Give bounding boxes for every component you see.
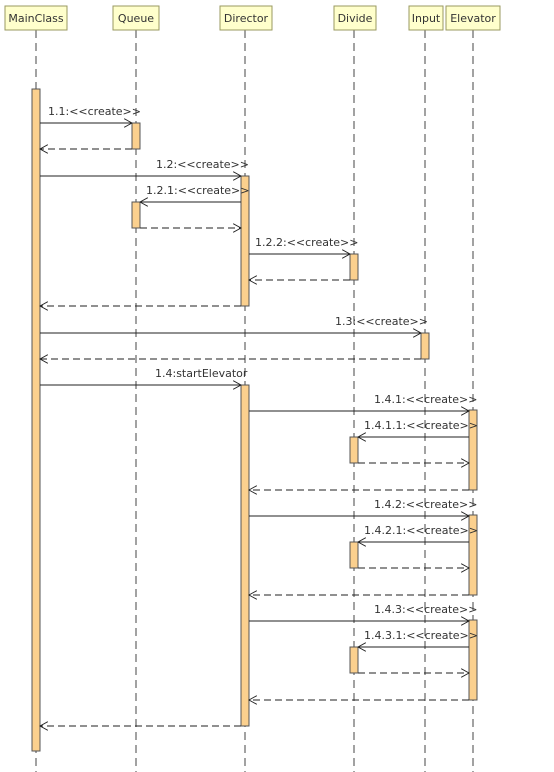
activation-bar-queue: [131, 122, 141, 150]
call-message: 1.2.1:<<create>>: [140, 184, 249, 202]
participant-name: Input: [412, 12, 441, 25]
call-message: 1.4.3.1:<<create>>: [358, 629, 478, 647]
participant-mainclass[interactable]: MainClass: [4, 5, 68, 31]
message-label: 1.4.2:<<create>>: [374, 498, 477, 511]
call-message: 1.4.2.1:<<create>>: [358, 524, 478, 542]
message-label: 1.1:<<create>>: [48, 105, 141, 118]
activation-bars: [31, 88, 478, 752]
activation-bar-divide: [349, 253, 359, 281]
call-message: 1.1:<<create>>: [40, 105, 141, 123]
participant-name: Divide: [338, 12, 373, 25]
call-message: 1.3:<<create>>: [40, 315, 428, 333]
participant-box: [219, 5, 273, 31]
message-label: 1.4:startElevator: [155, 367, 248, 380]
call-message: 1.4.1:<<create>>: [249, 393, 477, 411]
participant-box: [445, 5, 501, 31]
participant-divide[interactable]: Divide: [333, 5, 377, 31]
participant-name: Director: [224, 12, 269, 25]
participant-box: [112, 5, 160, 31]
messages: 1.1:<<create>> 1.2:<<create>> 1.2.1:<<crea…: [40, 105, 478, 726]
participant-director[interactable]: Director: [219, 5, 273, 31]
activation-bar-queue: [131, 201, 141, 229]
call-message: 1.4.1.1:<<create>>: [358, 419, 478, 437]
participant-name: Queue: [118, 12, 154, 25]
call-message: 1.4.2:<<create>>: [249, 498, 477, 516]
participant-elevator[interactable]: Elevator: [445, 5, 501, 31]
activation-bar-elevator: [468, 514, 478, 596]
message-label: 1.3:<<create>>: [335, 315, 428, 328]
activation-bar-divide: [349, 436, 359, 464]
participant-headers: MainClass Queue Director Divide Input Elevato…: [4, 5, 501, 31]
call-message: 1.2:<<create>>: [40, 158, 249, 176]
participant-queue[interactable]: Queue: [112, 5, 160, 31]
call-message: 1.4.3:<<create>>: [249, 603, 477, 621]
message-label: 1.4.2.1:<<create>>: [364, 524, 478, 537]
activation-bar-divide: [349, 541, 359, 569]
participant-box: [4, 5, 68, 31]
message-label: 1.4.1.1:<<create>>: [364, 419, 478, 432]
participant-name: MainClass: [8, 12, 63, 25]
activation-bar-director: [240, 175, 250, 307]
activation-bar-divide: [349, 646, 359, 674]
participant-input[interactable]: Input: [408, 5, 444, 31]
message-label: 1.2.2:<<create>>: [255, 236, 358, 249]
activation-bar-elevator: [468, 619, 478, 701]
participant-name: Elevator: [450, 12, 496, 25]
activation-bar-elevator: [468, 409, 478, 491]
activation-bar-input: [420, 332, 430, 360]
call-message: 1.2.2:<<create>>: [249, 236, 358, 254]
message-label: 1.4.1:<<create>>: [374, 393, 477, 406]
call-message: 1.4:startElevator: [40, 367, 248, 385]
message-label: 1.4.3:<<create>>: [374, 603, 477, 616]
message-label: 1.2:<<create>>: [156, 158, 249, 171]
participant-box: [408, 5, 444, 31]
activation-bar-director: [240, 384, 250, 727]
message-label: 1.2.1:<<create>>: [146, 184, 249, 197]
participant-box: [333, 5, 377, 31]
activation-bar-mainclass: [31, 88, 41, 752]
message-label: 1.4.3.1:<<create>>: [364, 629, 478, 642]
